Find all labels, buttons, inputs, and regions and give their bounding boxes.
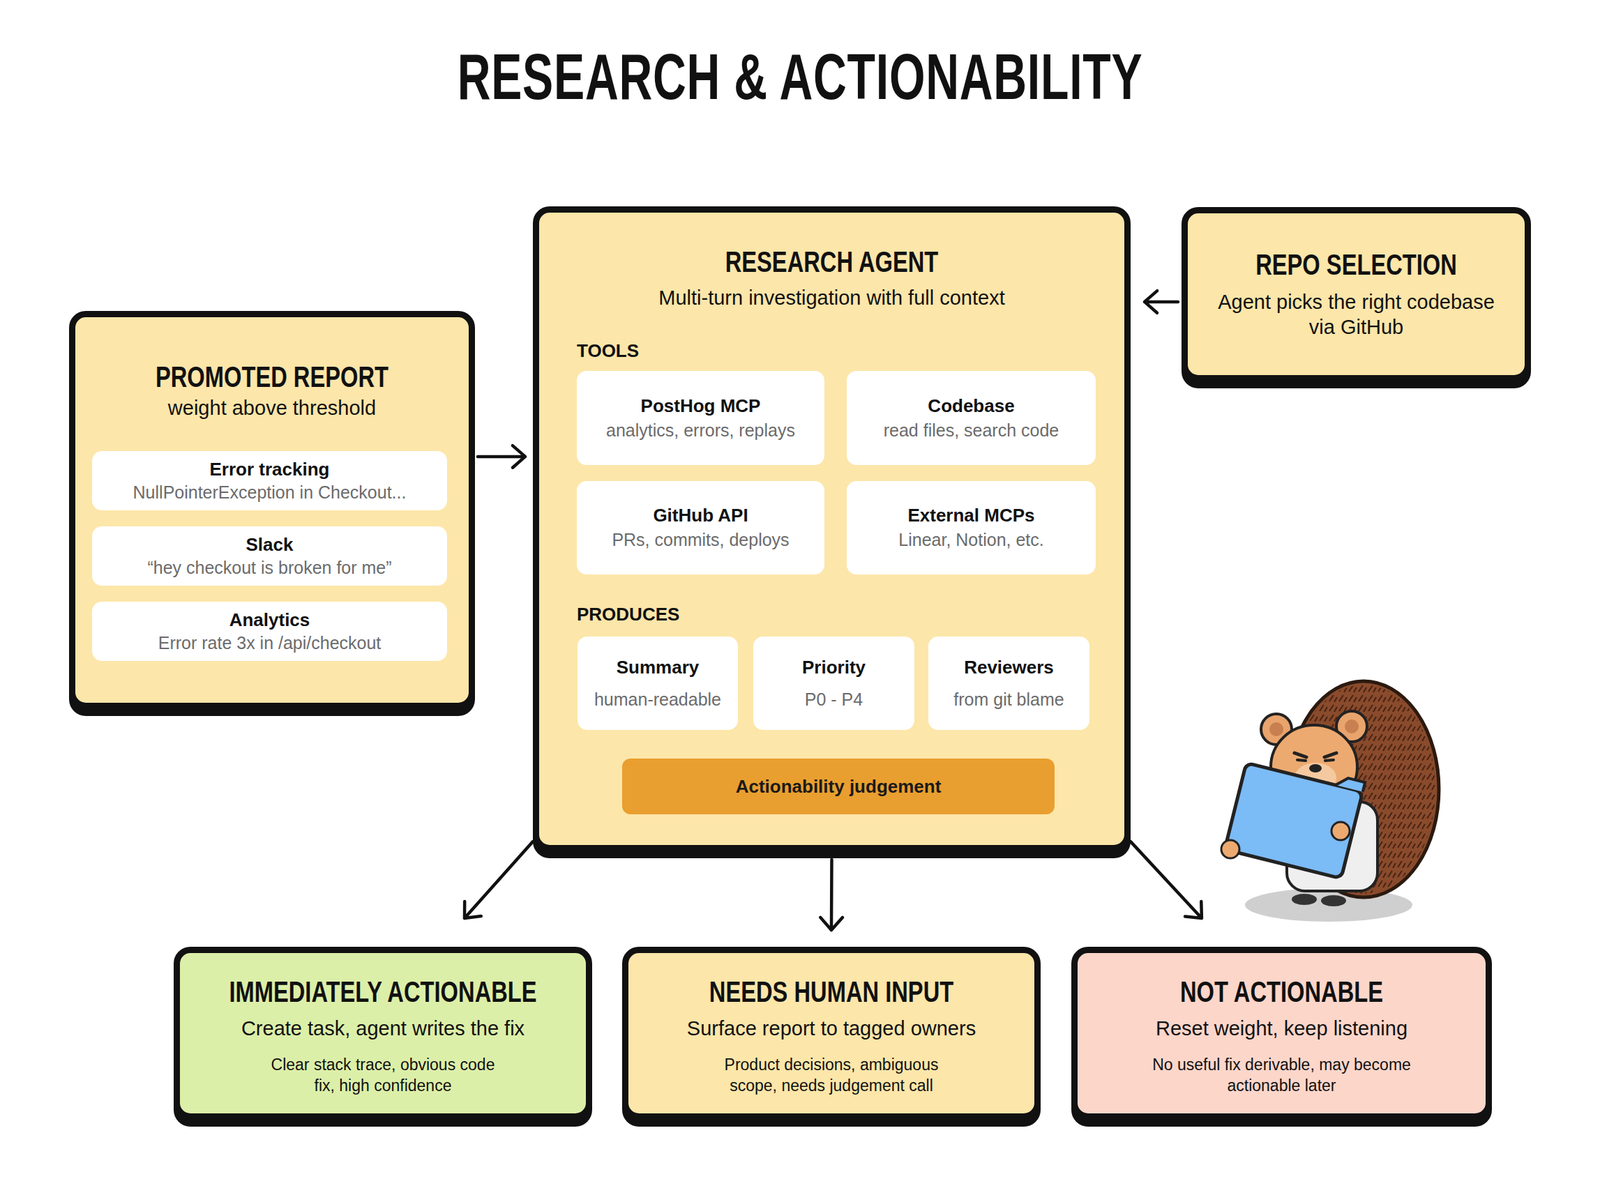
card-detail: NullPointerException in Checkout... xyxy=(133,481,407,505)
box-subtitle: Multi-turn investigation with full conte… xyxy=(658,285,1005,311)
source-card: Slack“hey checkout is broken for me” xyxy=(92,526,448,586)
card-title: Slack xyxy=(246,533,294,557)
source-card: Error trackingNullPointerException in Ch… xyxy=(92,451,448,511)
output-card: Reviewers from git blame xyxy=(928,636,1090,731)
card-detail: Linear, Notion, etc. xyxy=(898,528,1044,552)
agent-box: RESEARCH AGENT Multi-turn investigation w… xyxy=(532,206,1131,852)
inner-ear xyxy=(1344,719,1359,734)
box-heading: NEEDS HUMAN INPUT xyxy=(677,974,986,1010)
output-card: Summary human-readable xyxy=(577,636,738,731)
box-subtitle: Agent picks the right codebase via GitHu… xyxy=(1217,289,1497,340)
nose xyxy=(1309,764,1322,773)
diagram-title: RESEARCH & ACTIONABILITY xyxy=(223,41,1377,112)
card-detail: from git blame xyxy=(953,688,1064,712)
input-box: REPO SELECTION Agent picks the right code… xyxy=(1181,207,1531,382)
card-title: GitHub API xyxy=(652,504,748,528)
paw xyxy=(1331,822,1350,841)
card-detail: P0 - P4 xyxy=(804,688,863,712)
card-title: Analytics xyxy=(229,608,311,632)
card-detail: analytics, errors, replays xyxy=(606,419,796,443)
inner-ear xyxy=(1269,722,1284,737)
box-note: Product decisions, ambiguous scope, need… xyxy=(711,1054,953,1097)
paw xyxy=(1221,840,1240,859)
box-subtitle: Create task, agent writes the fix xyxy=(241,1016,525,1042)
card-detail: read files, search code xyxy=(883,419,1060,443)
arrow-connector xyxy=(477,445,526,469)
report-box: PROMOTED REPORTweight above thresholdErr… xyxy=(69,311,475,710)
output-card: Priority P0 - P4 xyxy=(753,636,915,731)
card-title: Reviewers xyxy=(963,656,1054,680)
box-note: Clear stack trace, obvious code fix, hig… xyxy=(262,1054,504,1097)
outcome-box: IMMEDIATELY ACTIONABLE Create task, agent… xyxy=(173,947,593,1121)
card-detail: human-readable xyxy=(594,688,722,712)
tool-card: PostHog MCPanalytics, errors, replays xyxy=(576,371,825,466)
card-title: PostHog MCP xyxy=(640,394,761,418)
arrow-connector xyxy=(820,859,843,931)
card-detail: Error rate 3x in /api/checkout xyxy=(158,631,382,655)
card-detail: PRs, commits, deploys xyxy=(611,528,789,552)
box-heading: NOT ACTIONABLE xyxy=(1126,974,1437,1010)
arrow-connector xyxy=(1144,290,1179,314)
card-title: Summary xyxy=(616,656,700,680)
arrow-connector xyxy=(1130,841,1202,919)
outcome-box: NEEDS HUMAN INPUT Surface report to tagge… xyxy=(622,947,1041,1121)
box-subtitle: Surface report to tagged owners xyxy=(687,1016,976,1042)
box-subtitle: weight above threshold xyxy=(168,395,376,421)
judgement-label: Actionability judgement xyxy=(735,775,942,798)
outcome-box: NOT ACTIONABLE Reset weight, keep listeni… xyxy=(1071,947,1492,1121)
eyes xyxy=(1297,760,1334,761)
blue-folder xyxy=(1224,753,1365,879)
box-note: No useful fix derivable, may become acti… xyxy=(1126,1054,1437,1097)
card-title: Error tracking xyxy=(209,458,330,482)
tool-card: Codebaseread files, search code xyxy=(846,371,1096,466)
card-title: External MCPs xyxy=(907,504,1035,528)
eye-brows xyxy=(1294,753,1337,758)
box-heading: REPO SELECTION xyxy=(1228,246,1485,282)
section-label: TOOLS xyxy=(576,340,639,362)
section-label: PRODUCES xyxy=(576,604,680,625)
hedgehog-illustration xyxy=(1206,669,1458,935)
card-title: Codebase xyxy=(927,394,1015,418)
foot xyxy=(1321,895,1347,907)
card-detail: “hey checkout is broken for me” xyxy=(147,556,392,580)
arrow-connector xyxy=(464,841,533,919)
box-heading: PROMOTED REPORT xyxy=(122,359,422,395)
box-heading: RESEARCH AGENT xyxy=(609,244,1055,279)
card-title: Priority xyxy=(802,656,866,680)
box-subtitle: Reset weight, keep listening xyxy=(1155,1016,1408,1042)
tool-card: External MCPsLinear, Notion, etc. xyxy=(846,481,1096,575)
source-card: AnalyticsError rate 3x in /api/checkout xyxy=(92,601,448,662)
foot xyxy=(1291,894,1317,906)
tool-card: GitHub APIPRs, commits, deploys xyxy=(576,481,825,575)
box-heading: IMMEDIATELY ACTIONABLE xyxy=(228,974,538,1010)
judgement-bar: Actionability judgement xyxy=(622,758,1055,815)
